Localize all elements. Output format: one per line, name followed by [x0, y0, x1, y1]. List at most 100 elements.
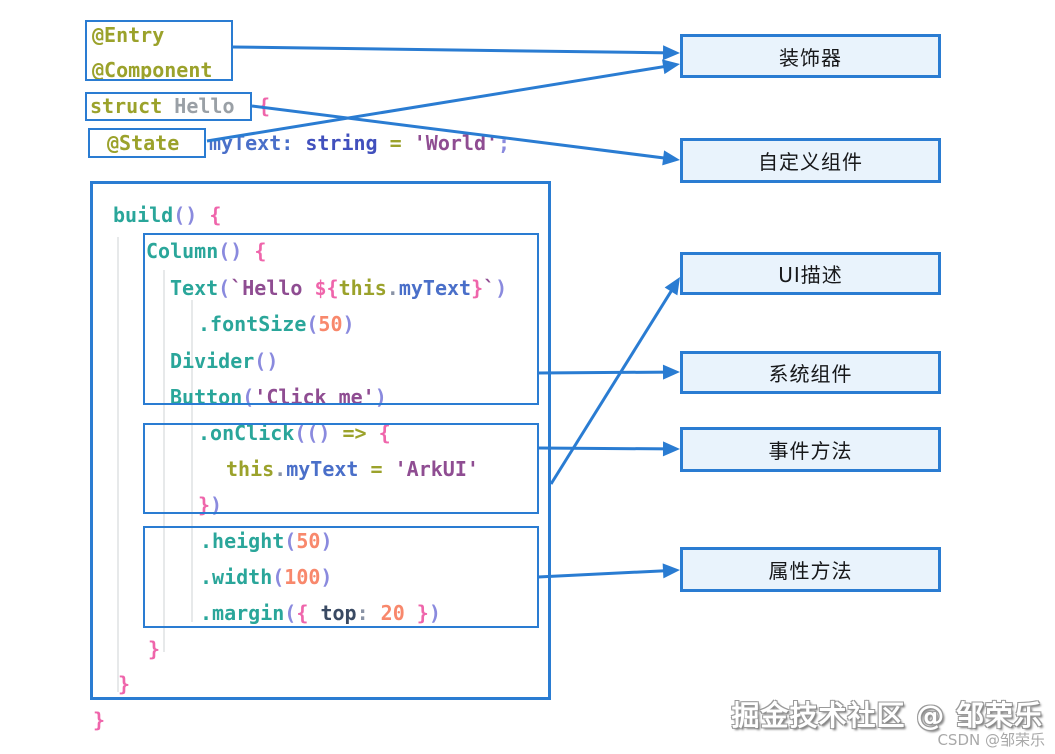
code-line-font-size-attr: .fontSize(50) — [198, 309, 355, 339]
code-token — [378, 131, 390, 155]
label-box-attribute-method: 属性方法 — [680, 547, 941, 592]
code-line-width-attr: .width(100) — [200, 562, 332, 592]
code-line-height-attr: .height(50) — [200, 526, 332, 556]
watermark-csdn: CSDN @邹荣乐 — [937, 731, 1045, 749]
code-token: 'Click me' — [254, 385, 375, 409]
arrow-line-build-to-ui-description — [549, 286, 675, 485]
code-line-button-component: Button('Click me') — [170, 382, 387, 412]
code-line-struct-declaration: { — [258, 91, 270, 121]
code-token: ) — [428, 601, 441, 625]
label-text-event-method: 事件方法 — [768, 439, 853, 463]
code-token: Button — [170, 385, 243, 409]
code-token: ${ — [314, 276, 339, 300]
code-token: ( — [284, 529, 297, 553]
code-line-text-component: Text(`Hello ${this.myText}`) — [170, 273, 507, 303]
code-token: ) — [210, 493, 223, 517]
code-line-assign-mytext: this.myText = 'ArkUI' — [226, 454, 479, 484]
code-line-onclick-handler: .onClick(() => { — [198, 418, 391, 448]
code-token: 20 — [380, 601, 405, 625]
code-token: ) — [320, 529, 333, 553]
code-token: @Component — [92, 58, 213, 82]
code-token: Divider — [170, 349, 255, 373]
code-line-close-struct: } — [93, 705, 105, 735]
code-token: .width — [200, 565, 273, 589]
arrow-head-struct-to-custom-component — [662, 150, 680, 166]
code-token: .margin — [200, 601, 285, 625]
code-token: } — [93, 708, 106, 732]
code-token: .height — [200, 529, 285, 553]
code-token — [402, 131, 414, 155]
code-token: } — [198, 493, 211, 517]
arrow-head-entry-to-decorator — [662, 45, 680, 61]
code-token — [293, 131, 305, 155]
code-group-box-build-block — [90, 181, 551, 700]
code-line-build-method: build() { — [113, 200, 221, 230]
code-token: `Hello — [230, 276, 315, 300]
code-group-box-attribute-block — [143, 526, 539, 628]
code-token: () — [173, 203, 198, 227]
watermark-community: 掘金技术社区 @ 邹荣乐 — [731, 699, 1043, 732]
code-line-close-onclick: }) — [198, 490, 222, 520]
code-line-decorator-entry: @Entry — [92, 20, 164, 50]
code-token: () — [218, 239, 243, 263]
code-token: { — [378, 421, 391, 445]
code-token: ; — [498, 131, 511, 155]
code-token: this — [226, 457, 275, 481]
code-token: Column — [146, 239, 219, 263]
arrow-head-state-to-decorator — [662, 59, 680, 75]
code-token: myText: — [209, 131, 294, 155]
label-box-event-method: 事件方法 — [680, 427, 941, 472]
code-token: @Entry — [92, 23, 165, 47]
code-token: top — [320, 601, 357, 625]
code-group-box-struct-group — [85, 92, 252, 121]
code-token: ( — [272, 565, 285, 589]
code-token: () — [254, 349, 279, 373]
code-line-state-declaration: @State — [107, 128, 179, 158]
indent-guide — [117, 237, 119, 692]
code-token: ) — [495, 276, 508, 300]
code-token: . — [274, 457, 287, 481]
code-group-box-column-block — [143, 233, 539, 405]
code-token: ( — [284, 601, 297, 625]
label-text-attribute-method: 属性方法 — [768, 559, 853, 583]
arrow-head-onclick-to-event-method — [662, 441, 680, 457]
code-token: string — [305, 131, 378, 155]
indent-guide — [163, 270, 165, 652]
label-text-decorator: 装饰器 — [779, 45, 842, 70]
arrow-line-attrs-to-attribute-method — [537, 569, 669, 579]
code-token: } — [148, 637, 161, 661]
code-token: ) — [342, 312, 355, 336]
code-token: { — [296, 601, 309, 625]
code-token: myText — [398, 276, 472, 300]
label-box-custom-component: 自定义组件 — [680, 138, 941, 183]
code-token: ( — [218, 276, 231, 300]
code-token: . — [386, 276, 399, 300]
code-token: .fontSize — [198, 312, 307, 336]
code-token: myText — [286, 457, 359, 481]
arrow-line-column-to-system-component — [537, 370, 669, 375]
code-token: 'World' — [413, 131, 499, 155]
code-token: (() — [294, 421, 331, 445]
code-token: .onClick — [198, 421, 295, 445]
code-token: ` — [483, 276, 496, 300]
label-text-custom-component: 自定义组件 — [758, 150, 863, 174]
code-token: Text — [170, 276, 219, 300]
code-line-margin-attr: .margin({ top: 20 }) — [200, 598, 441, 628]
arrow-head-build-to-ui-description — [664, 277, 680, 296]
code-line-state-declaration: myText: string = 'World'; — [209, 128, 510, 158]
arrow-line-entry-to-decorator — [232, 45, 669, 55]
label-text-system-component: 系统组件 — [768, 362, 853, 386]
code-token: : — [356, 601, 369, 625]
code-token: 'ArkUI' — [394, 457, 479, 481]
code-token: } — [416, 601, 429, 625]
code-group-box-entry-component-group — [85, 20, 233, 81]
code-token: struct — [90, 94, 163, 118]
code-token: { — [209, 203, 222, 227]
code-token: 100 — [284, 565, 321, 589]
code-line-close-build: } — [118, 669, 130, 699]
arrow-line-onclick-to-event-method — [537, 446, 669, 451]
label-box-system-component: 系统组件 — [680, 351, 941, 394]
code-token: } — [471, 276, 484, 300]
code-token: { — [254, 239, 267, 263]
